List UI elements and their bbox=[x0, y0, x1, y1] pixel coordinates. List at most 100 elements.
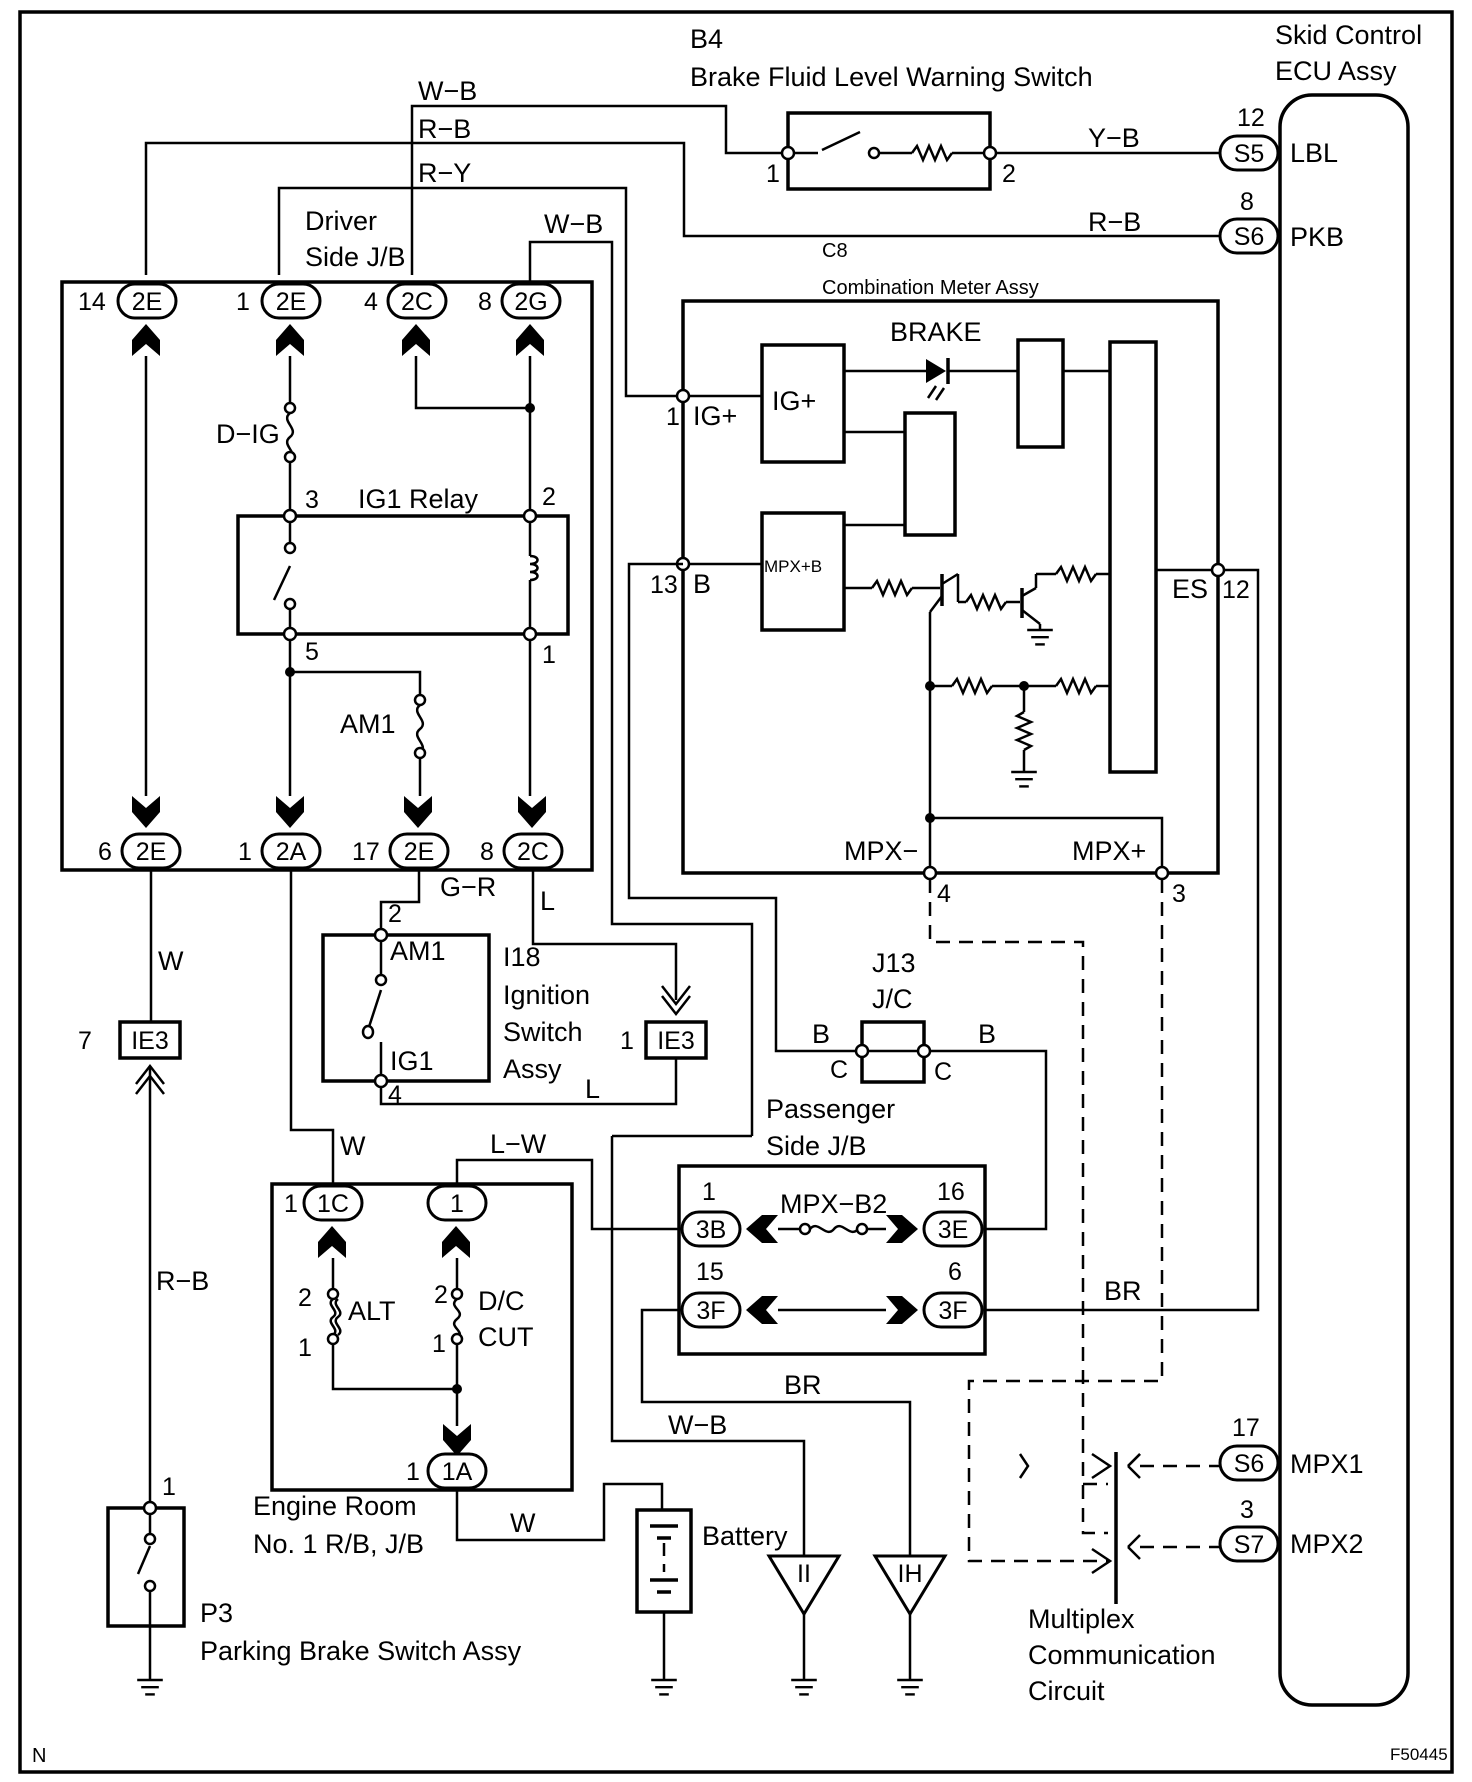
skid-control-ecu: Skid Control ECU Assy LBL PKB MPX1 MPX2 … bbox=[1218, 20, 1422, 1707]
wire-label-rb-pkb: R−B bbox=[1088, 207, 1141, 237]
c8-code: C8 bbox=[822, 240, 848, 262]
djb-connector-2a-1-label: 2A bbox=[276, 838, 307, 866]
er-pin-1c: 1 bbox=[284, 1190, 298, 1218]
connector-ie3-left-label: IE3 bbox=[131, 1027, 169, 1055]
wire-label-rb-low: R−B bbox=[156, 1266, 209, 1296]
c8-pin-3: 3 bbox=[1172, 880, 1186, 908]
er-connector-1 bbox=[426, 1184, 488, 1222]
wire-rb-top bbox=[144, 141, 1220, 275]
pjb-pin-16: 16 bbox=[937, 1178, 965, 1206]
ground-ii: II bbox=[766, 1554, 842, 1696]
engine-room-rb-jb: 1C 1 1 2 1 ALT 2 1 D/C CUT 1A 1 Engine R… bbox=[253, 1182, 574, 1559]
fuse-d-ig-label: D−IG bbox=[216, 419, 280, 449]
djb-connector-2g-8-label: 2G bbox=[514, 288, 547, 316]
c8-pin-mpxp: MPX+ bbox=[1072, 836, 1146, 866]
ecu-pin-12: 12 bbox=[1237, 104, 1265, 132]
wire-label-w-left: W bbox=[158, 946, 184, 976]
djb-pin-14: 14 bbox=[78, 288, 106, 316]
ground-ii-label: II bbox=[797, 1560, 811, 1588]
diagram-frame bbox=[18, 10, 1454, 1774]
wire-wb-low bbox=[610, 1136, 806, 1556]
alt-pin-2: 2 bbox=[298, 1284, 312, 1312]
wire-label-br-right: BR bbox=[1104, 1276, 1142, 1306]
c8-pin-es: ES bbox=[1172, 574, 1208, 604]
wire-label-rb-top: R−B bbox=[418, 114, 471, 144]
er-pin-1a: 1 bbox=[406, 1458, 420, 1486]
c8-pin-12: 12 bbox=[1222, 576, 1250, 604]
ie3-left-pin-7: 7 bbox=[78, 1027, 92, 1055]
wire-label-w-2a: W bbox=[340, 1131, 366, 1161]
p3-code: P3 bbox=[200, 1598, 233, 1628]
wire-label-yb: Y−B bbox=[1088, 123, 1140, 153]
ecu-pin-17: 17 bbox=[1232, 1414, 1260, 1442]
i18-label-1: Ignition bbox=[503, 980, 590, 1010]
djb-connector-2e-1 bbox=[260, 282, 322, 320]
wire-label-wb-top: W−B bbox=[418, 76, 477, 106]
connector-s6-pkb-label: S6 bbox=[1234, 223, 1265, 251]
b4-name: Brake Fluid Level Warning Switch bbox=[690, 62, 1093, 92]
c8-pin-1: 1 bbox=[666, 403, 680, 431]
c8-pin-13: 13 bbox=[650, 571, 678, 599]
b4-code: B4 bbox=[690, 24, 723, 54]
ground-ih-label: IH bbox=[898, 1560, 923, 1588]
c8-name: Combination Meter Assy bbox=[822, 277, 1039, 299]
er-title-line2: No. 1 R/B, J/B bbox=[253, 1529, 424, 1559]
c8-pin-4: 4 bbox=[937, 880, 951, 908]
i18-pin-4: 4 bbox=[388, 1081, 402, 1109]
pjb-connector-3f-right-label: 3F bbox=[938, 1297, 967, 1325]
c8-pin-igp: IG+ bbox=[693, 401, 737, 431]
pjb-pin-15: 15 bbox=[696, 1258, 724, 1286]
wire-label-gr: G−R bbox=[440, 872, 496, 902]
brake-fluid-level-switch: B4 Brake Fluid Level Warning Switch 1 2 bbox=[690, 24, 1093, 191]
ig1-relay bbox=[236, 514, 570, 636]
er-connector-1c-label: 1C bbox=[317, 1190, 349, 1218]
wire-mpx-plus bbox=[967, 879, 1164, 1563]
passenger-side-jb: Passenger Side J/B 1 16 15 6 3B 3E 3F 3F… bbox=[677, 1094, 987, 1356]
c8-mpxb-block-label: MPX+B bbox=[764, 557, 822, 576]
j13-pin-c-right: C bbox=[934, 1058, 952, 1086]
djb-pin-6: 6 bbox=[98, 838, 112, 866]
djb-connector-2e-17-label: 2E bbox=[404, 838, 435, 866]
pjb-pin-1: 1 bbox=[702, 1178, 716, 1206]
i18-code: I18 bbox=[503, 942, 541, 972]
wire-label-l-top: L bbox=[540, 886, 555, 916]
wire-mpx-minus bbox=[928, 879, 1108, 1535]
connector-s6-mpx-label: S6 bbox=[1234, 1450, 1265, 1478]
connector-ie3-left bbox=[118, 1020, 182, 1060]
wire-ry-top bbox=[277, 186, 683, 398]
driver-side-jb: Driver Side J/B 2E 14 2E 1 2C 4 2G 8 2E … bbox=[60, 206, 594, 872]
pjb-connector-3b-label: 3B bbox=[696, 1216, 727, 1244]
djb-pin-1-bottom: 1 bbox=[238, 838, 252, 866]
fuse-dc-label: D/C bbox=[478, 1286, 525, 1316]
c8-ig-block bbox=[760, 343, 846, 464]
j13-code: J13 bbox=[872, 948, 916, 978]
djb-connector-2c-8-label: 2C bbox=[517, 838, 549, 866]
er-connector-1-label: 1 bbox=[450, 1190, 464, 1218]
ecu-pin-mpx2: MPX2 bbox=[1290, 1529, 1364, 1559]
djb-connector-2e-14 bbox=[116, 282, 178, 320]
er-title-line1: Engine Room bbox=[253, 1491, 417, 1521]
wire-label-wb-mid: W−B bbox=[544, 209, 603, 239]
mcc-label-3: Circuit bbox=[1028, 1676, 1105, 1706]
ecu-pin-lbl: LBL bbox=[1290, 138, 1338, 168]
pjb-connector-3f-left-label: 3F bbox=[696, 1297, 725, 1325]
ecu-title-line2: ECU Assy bbox=[1275, 56, 1397, 86]
wire-label-br-low: BR bbox=[784, 1370, 822, 1400]
ecu-pin-pkb: PKB bbox=[1290, 222, 1344, 252]
djb-pin-1-top: 1 bbox=[236, 288, 250, 316]
djb-connector-2e-6-label: 2E bbox=[136, 838, 167, 866]
wire-label-b-right: B bbox=[978, 1019, 996, 1049]
fuse-mpx-b2-label: MPX−B2 bbox=[780, 1189, 887, 1219]
connector-s5-label: S5 bbox=[1234, 140, 1265, 168]
relay-pin-3: 3 bbox=[305, 486, 319, 514]
battery: Battery bbox=[635, 1508, 788, 1696]
brake-led-label: BRAKE bbox=[890, 317, 982, 347]
pjb-title-line1: Passenger bbox=[766, 1094, 895, 1124]
wire-wb-top bbox=[410, 104, 782, 275]
wire-label-w-battery: W bbox=[510, 1508, 536, 1538]
ecu-pin-8: 8 bbox=[1240, 188, 1254, 216]
connector-s6-mpx bbox=[1218, 1444, 1280, 1482]
ground-ih: IH bbox=[872, 1554, 948, 1696]
pjb-title-line2: Side J/B bbox=[766, 1131, 867, 1161]
